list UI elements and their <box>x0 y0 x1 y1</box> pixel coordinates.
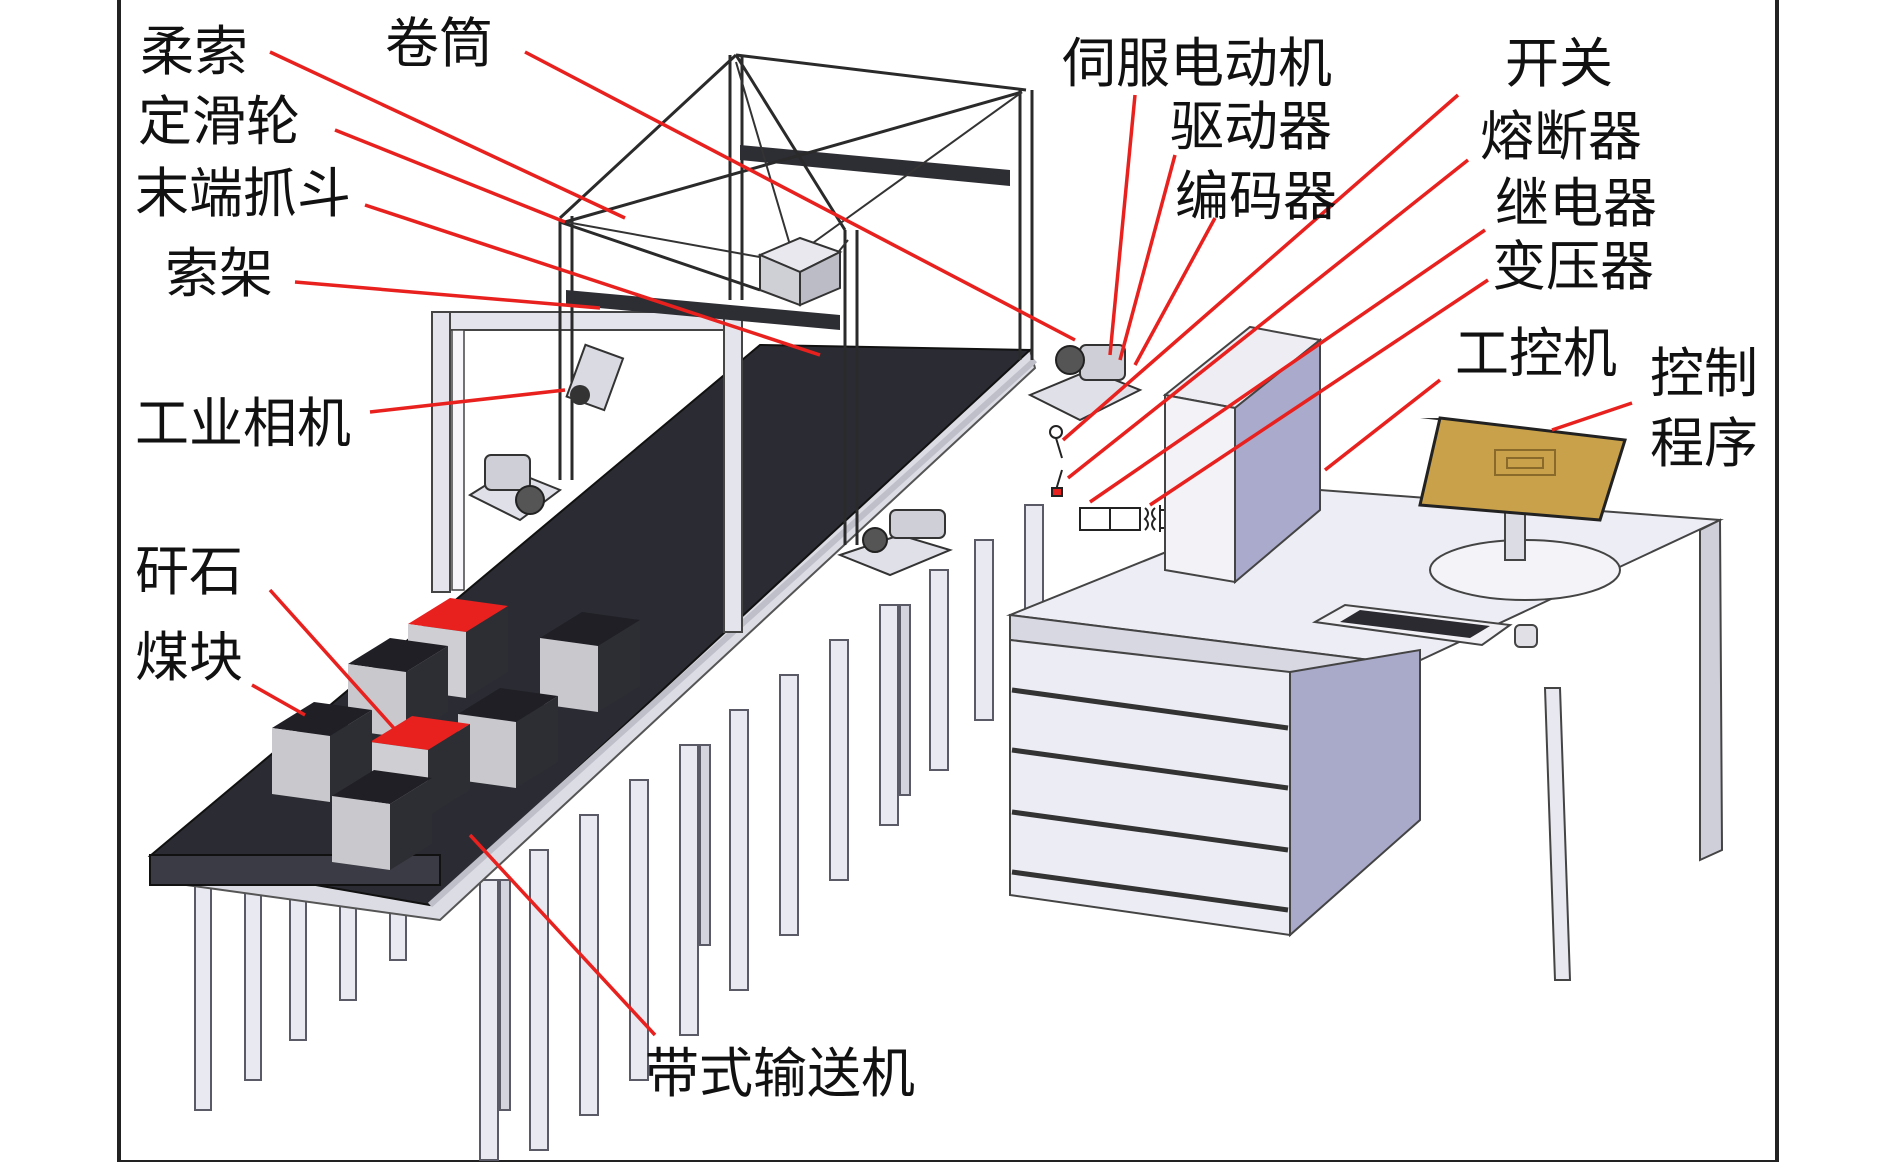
mouse <box>1514 624 1538 648</box>
leader-servo-motor <box>1108 94 1137 356</box>
leader-driver <box>1118 154 1177 361</box>
label-fixed-pulley: 定滑轮 <box>138 90 300 153</box>
leader-fixed-pulley <box>334 128 566 224</box>
label-servo-motor: 伺服电动机 <box>1062 32 1332 95</box>
label-fuse: 熔断器 <box>1480 105 1642 168</box>
leader-relay <box>1089 228 1486 504</box>
leader-encoder <box>1133 217 1217 366</box>
leader-belt-conveyor <box>468 833 657 1037</box>
leader-drum <box>524 50 1076 342</box>
label-switch: 开关 <box>1505 32 1613 95</box>
right-motor-assembly <box>1027 344 1143 422</box>
transformer-symbol <box>1143 507 1149 531</box>
label-transformer: 变压器 <box>1492 235 1654 298</box>
monitor <box>1418 416 1627 601</box>
leader-industrial-pc <box>1323 378 1442 472</box>
label-belt-conveyor: 带式输送机 <box>645 1042 915 1105</box>
label-cable-frame: 索架 <box>165 242 273 305</box>
left-motor-assembly <box>467 454 563 522</box>
material-blocks <box>272 598 640 870</box>
label-encoder: 编码器 <box>1175 165 1337 228</box>
leader-transformer <box>1149 278 1489 507</box>
label-industrial-camera: 工业相机 <box>135 392 351 455</box>
keyboard <box>1311 603 1513 647</box>
leader-control-program <box>1551 401 1633 432</box>
leader-lines <box>251 50 1633 1037</box>
label-industrial-pc: 工控机 <box>1455 322 1617 385</box>
workstation <box>1006 325 1724 981</box>
leader-cable-frame <box>294 280 601 310</box>
lower-motor-assembly <box>837 509 953 577</box>
label-relay: 继电器 <box>1495 172 1657 235</box>
leader-gangue <box>268 588 402 737</box>
labels: 柔索 定滑轮 末端抓斗 索架 工业相机 卷筒 伺服电动机 驱动器 编码器 开关 … <box>135 12 1758 1105</box>
leader-flexible-cable <box>269 50 626 220</box>
label-coal-block: 煤块 <box>135 626 243 689</box>
industrial-pc <box>1162 325 1323 585</box>
coal-block <box>458 688 558 788</box>
leader-end-grab-bucket <box>364 203 821 357</box>
coal-block <box>540 612 640 712</box>
label-flexible-cable: 柔索 <box>140 20 248 83</box>
label-drum: 卷筒 <box>385 12 493 75</box>
coal-block <box>332 770 432 870</box>
switch-symbol <box>1049 425 1063 439</box>
label-end-grab-bucket: 末端抓斗 <box>135 162 351 225</box>
fuse-symbol <box>1051 487 1063 497</box>
industrial-camera <box>565 343 625 412</box>
label-control-program-line1: 控制 <box>1650 342 1758 405</box>
leader-industrial-camera <box>369 388 566 414</box>
leader-fuse <box>1066 158 1470 480</box>
cable-robot-frame <box>431 53 1143 633</box>
relay-symbol <box>1079 507 1111 531</box>
leader-coal-block <box>251 683 306 717</box>
label-control-program-line2: 程序 <box>1650 412 1758 475</box>
label-gangue: 矸石 <box>135 540 243 603</box>
label-driver: 驱动器 <box>1170 95 1332 158</box>
leader-switch <box>1061 93 1460 442</box>
